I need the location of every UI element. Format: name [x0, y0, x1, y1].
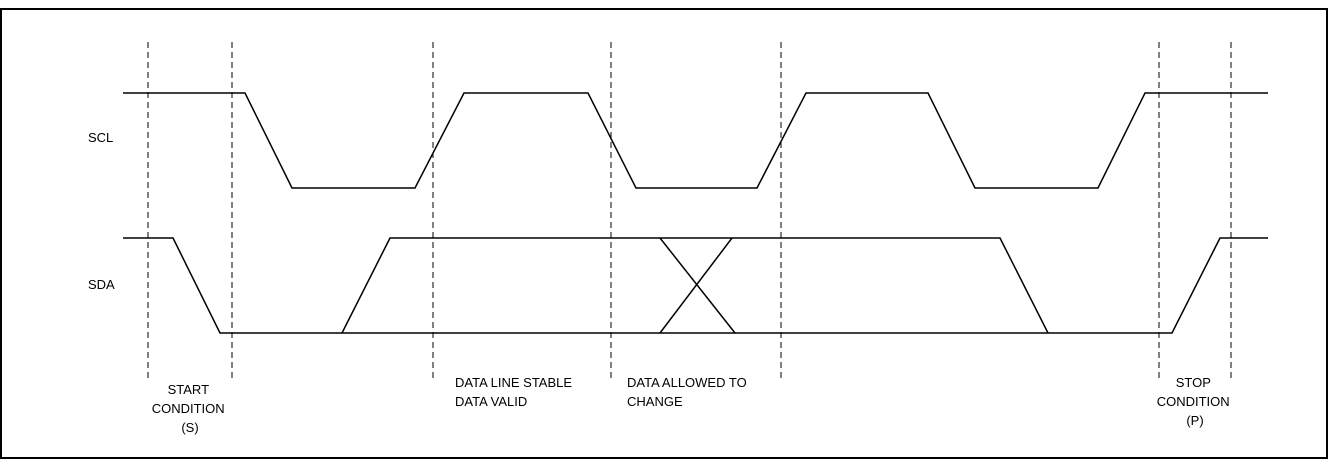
- scl-label: SCL: [88, 130, 113, 145]
- data-change-label: DATA ALLOWED TO CHANGE: [627, 375, 750, 409]
- sda-transition-rise: [659, 237, 733, 334]
- scl-waveform: [123, 92, 1268, 189]
- start-condition-label: START CONDITION (S): [152, 382, 229, 435]
- sda-label: SDA: [88, 277, 115, 292]
- diagram-border: [0, 8, 1328, 459]
- stop-condition-label: STOP CONDITION (P): [1157, 375, 1234, 428]
- sda-waveform-low: [123, 237, 1268, 334]
- sda-transition-fall: [659, 237, 736, 334]
- sda-waveform-high: [341, 237, 1049, 334]
- data-stable-label: DATA LINE STABLE DATA VALID: [455, 375, 576, 409]
